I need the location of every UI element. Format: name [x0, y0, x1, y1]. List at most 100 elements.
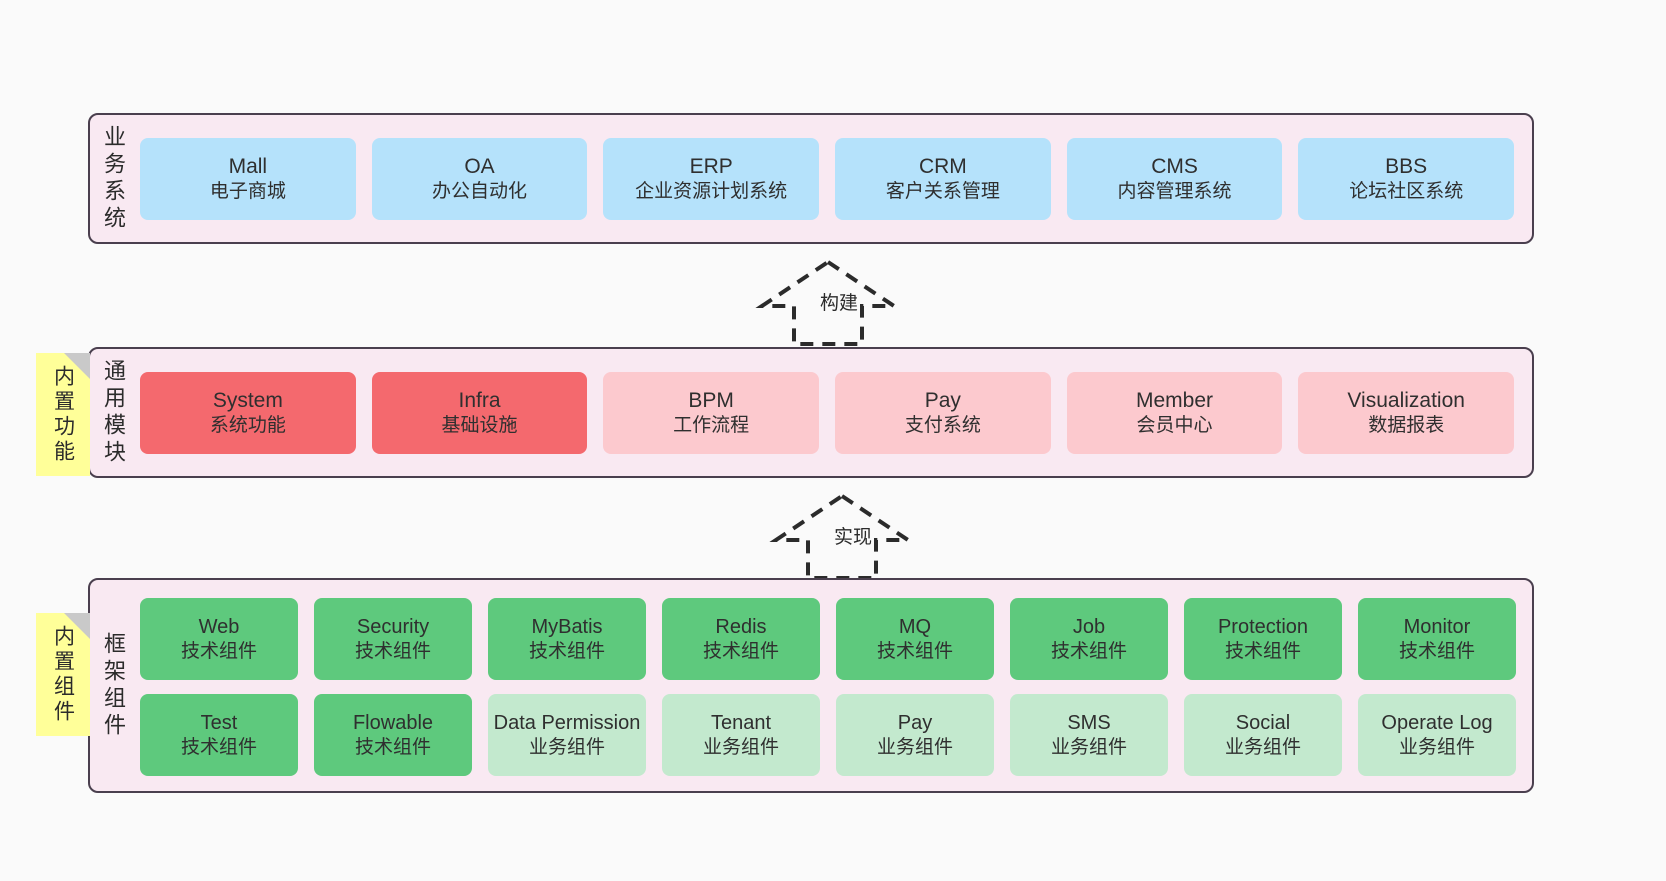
card-subtitle: 电子商城	[209, 180, 286, 202]
common-card-row: System 系统功能 Infra 基础设施 BPM 工作流程 Pay 支付系统…	[136, 371, 1518, 454]
card-subtitle: 技术组件	[354, 640, 431, 662]
card-subtitle: 办公自动化	[432, 180, 528, 202]
card-visualization[interactable]: Visualization 数据报表	[1298, 371, 1515, 454]
card-title: Data Permission	[493, 711, 641, 734]
card-pay-component[interactable]: Pay 业务组件	[836, 694, 994, 776]
card-title: Redis	[715, 615, 767, 638]
card-title: Monitor	[1403, 615, 1471, 638]
connector-implement: 实现	[769, 492, 915, 580]
card-subtitle: 业务组件	[1398, 736, 1475, 758]
card-mall[interactable]: Mall 电子商城	[140, 137, 356, 220]
card-subtitle: 企业资源计划系统	[635, 180, 788, 202]
layer-business-systems: 业务系统 Mall 电子商城 OA 办公自动化 ERP 企业资源计划系统 CRM…	[88, 113, 1534, 244]
card-subtitle: 客户关系管理	[885, 180, 1000, 202]
card-title: Protection	[1217, 615, 1309, 638]
card-title: ERP	[689, 154, 733, 178]
card-subtitle: 技术组件	[528, 640, 605, 662]
card-subtitle: 会员中心	[1136, 414, 1213, 436]
card-cms[interactable]: CMS 内容管理系统	[1066, 137, 1283, 220]
card-title: System	[212, 388, 283, 412]
card-subtitle: 论坛社区系统	[1349, 180, 1464, 202]
card-title: Test	[200, 711, 238, 734]
sticky-note-builtin-components: 内置组件	[36, 613, 90, 736]
card-title: MyBatis	[531, 615, 603, 638]
card-member[interactable]: Member 会员中心	[1066, 371, 1283, 454]
card-subtitle: 内容管理系统	[1117, 180, 1232, 202]
card-title: Social	[1235, 711, 1291, 734]
framework-card-grid: Web 技术组件 Security 技术组件 MyBatis 技术组件 Redi…	[136, 580, 1532, 791]
card-subtitle: 业务组件	[876, 736, 953, 758]
card-title: Web	[198, 615, 240, 638]
card-bpm[interactable]: BPM 工作流程	[603, 371, 820, 454]
card-oa[interactable]: OA 办公自动化	[371, 137, 588, 220]
card-title: Infra	[458, 388, 501, 412]
card-pay-module[interactable]: Pay 支付系统	[835, 371, 1051, 454]
card-title: Member	[1136, 388, 1214, 412]
build-arrow-glyph	[755, 259, 901, 346]
card-title: CRM	[918, 154, 967, 178]
card-title: BPM	[688, 388, 734, 412]
layer-framework-components: 框架组件 Web 技术组件 Security 技术组件 MyBatis 技术组件…	[88, 578, 1534, 793]
card-operate-log[interactable]: Operate Log 业务组件	[1358, 694, 1516, 776]
card-subtitle: 业务组件	[1050, 736, 1127, 758]
card-title: CMS	[1151, 154, 1198, 178]
card-data-permission[interactable]: Data Permission 业务组件	[488, 694, 646, 776]
card-title: Mall	[228, 154, 268, 178]
card-subtitle: 系统功能	[209, 414, 286, 436]
card-title: OA	[464, 154, 495, 178]
card-subtitle: 业务组件	[1224, 736, 1301, 758]
card-mybatis[interactable]: MyBatis 技术组件	[488, 598, 646, 680]
card-title: Visualization	[1347, 388, 1465, 412]
card-subtitle: 技术组件	[180, 640, 257, 662]
layer-common-modules: 通用模块 System 系统功能 Infra 基础设施 BPM 工作流程 Pay…	[88, 347, 1534, 478]
card-title: Pay	[897, 711, 933, 734]
card-sms[interactable]: SMS 业务组件	[1010, 694, 1168, 776]
sticky-note-label: 内置功能	[51, 364, 75, 465]
card-protection[interactable]: Protection 技术组件	[1184, 598, 1342, 680]
layer-title-business: 业务系统	[101, 124, 126, 233]
card-subtitle: 数据报表	[1368, 414, 1445, 436]
card-system[interactable]: System 系统功能	[140, 371, 356, 454]
card-title: SMS	[1067, 711, 1111, 734]
card-title: Pay	[924, 388, 961, 412]
connector-implement-label: 实现	[834, 527, 873, 548]
card-monitor[interactable]: Monitor 技术组件	[1358, 598, 1516, 680]
card-security[interactable]: Security 技术组件	[314, 598, 472, 680]
card-title: Job	[1072, 615, 1106, 638]
card-tenant[interactable]: Tenant 业务组件	[662, 694, 820, 776]
card-subtitle: 技术组件	[702, 640, 779, 662]
card-subtitle: 技术组件	[180, 736, 257, 758]
card-redis[interactable]: Redis 技术组件	[662, 598, 820, 680]
connector-build: 构建	[755, 258, 901, 346]
card-web[interactable]: Web 技术组件	[140, 598, 298, 680]
card-title: BBS	[1385, 154, 1428, 178]
card-subtitle: 业务组件	[528, 736, 605, 758]
card-subtitle: 技术组件	[354, 736, 431, 758]
card-subtitle: 技术组件	[876, 640, 953, 662]
card-subtitle: 工作流程	[673, 414, 750, 436]
card-job[interactable]: Job 技术组件	[1010, 598, 1168, 680]
card-subtitle: 支付系统	[904, 414, 981, 436]
layer-title-common: 通用模块	[101, 358, 126, 467]
card-mq[interactable]: MQ 技术组件	[836, 598, 994, 680]
card-subtitle: 业务组件	[702, 736, 779, 758]
card-title: Security	[356, 615, 430, 638]
card-subtitle: 技术组件	[1398, 640, 1475, 662]
card-title: Flowable	[352, 711, 434, 734]
sticky-note-label: 内置组件	[51, 624, 75, 725]
card-test[interactable]: Test 技术组件	[140, 694, 298, 776]
layer-title-framework: 框架组件	[101, 631, 126, 740]
card-crm[interactable]: CRM 客户关系管理	[835, 137, 1051, 220]
card-erp[interactable]: ERP 企业资源计划系统	[603, 137, 820, 220]
connector-build-label: 构建	[820, 293, 859, 314]
card-title: Tenant	[710, 711, 772, 734]
card-subtitle: 基础设施	[441, 414, 518, 436]
card-flowable[interactable]: Flowable 技术组件	[314, 694, 472, 776]
card-infra[interactable]: Infra 基础设施	[371, 371, 588, 454]
card-subtitle: 技术组件	[1050, 640, 1127, 662]
card-bbs[interactable]: BBS 论坛社区系统	[1298, 137, 1515, 220]
sticky-note-builtin-features: 内置功能	[36, 353, 90, 476]
card-title: MQ	[898, 615, 932, 638]
card-social[interactable]: Social 业务组件	[1184, 694, 1342, 776]
